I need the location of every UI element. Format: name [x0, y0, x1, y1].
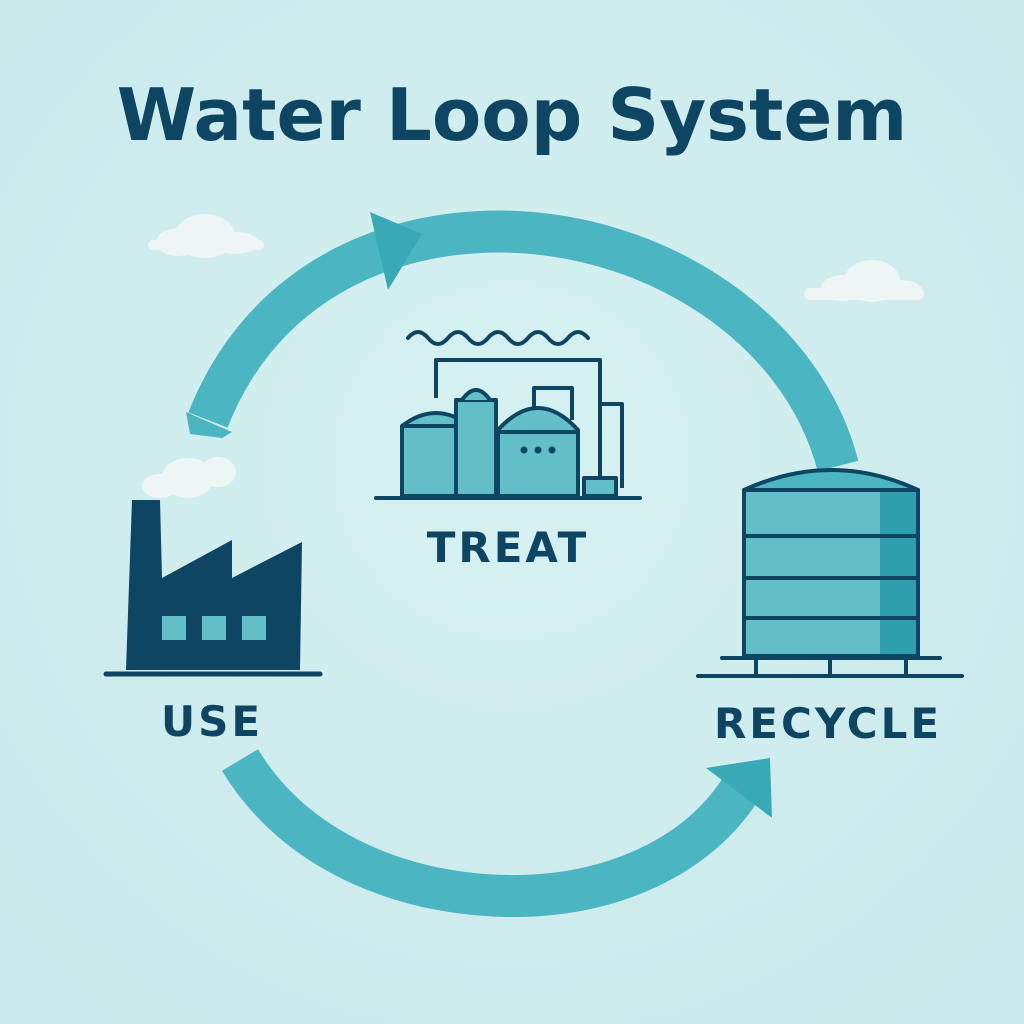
smoke-cloud-icon	[142, 457, 236, 498]
stage-label-use: USE	[161, 697, 263, 746]
page-title: Water Loop System	[117, 73, 908, 157]
cloud-icon-left	[148, 214, 264, 258]
stage-label-recycle: RECYCLE	[714, 699, 942, 748]
arrowhead-top	[370, 212, 422, 290]
cloud-icon-right	[804, 260, 924, 302]
arrowhead-bottom	[706, 758, 772, 818]
water-wave-icon	[406, 330, 590, 346]
factory-icon	[103, 500, 323, 677]
stage-label-treat: TREAT	[427, 523, 590, 572]
flow-arrow-bottom	[222, 748, 772, 918]
flow-arrow-top	[186, 210, 859, 472]
storage-tank-icon	[696, 468, 964, 678]
treatment-plant-icon	[374, 330, 642, 500]
